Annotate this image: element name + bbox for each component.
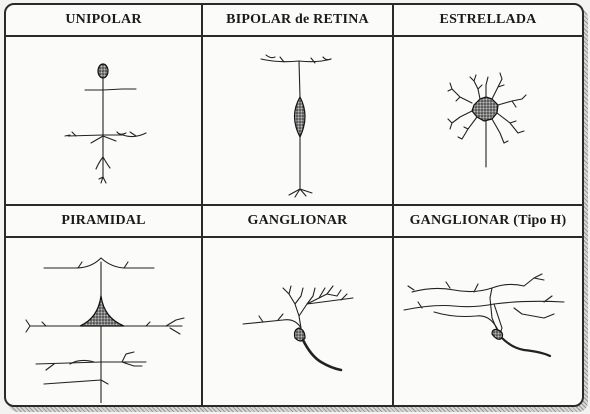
pyramidal-neuron-drawing xyxy=(6,238,201,403)
panel-title: BIPOLAR de RETINA xyxy=(203,5,392,37)
panel-title: UNIPOLAR xyxy=(6,5,201,37)
stellate-neuron-drawing xyxy=(394,37,582,204)
panel-ganglionar: GANGLIONAR xyxy=(203,206,394,405)
panel-bipolar-retina: BIPOLAR de RETINA xyxy=(203,5,394,206)
panel-estrellada: ESTRELLADA xyxy=(394,5,582,206)
unipolar-neuron-drawing xyxy=(6,37,201,204)
panel-title: GANGLIONAR xyxy=(203,206,392,238)
ganglion-type-h-neuron-drawing xyxy=(394,238,582,403)
panel-title: PIRAMIDAL xyxy=(6,206,201,238)
panel-title: GANGLIONAR (Tipo H) xyxy=(394,206,582,238)
panel-unipolar: UNIPOLAR xyxy=(6,5,203,206)
neuron-types-figure: UNIPOLAR BIPOLAR de RETINA ESTRELLADA xyxy=(4,3,584,407)
bipolar-neuron-drawing xyxy=(203,37,392,204)
panel-piramidal: PIRAMIDAL xyxy=(6,206,203,405)
panel-ganglionar-tipo-h: GANGLIONAR (Tipo H) xyxy=(394,206,582,405)
panel-title: ESTRELLADA xyxy=(394,5,582,37)
ganglion-neuron-drawing xyxy=(203,238,392,403)
